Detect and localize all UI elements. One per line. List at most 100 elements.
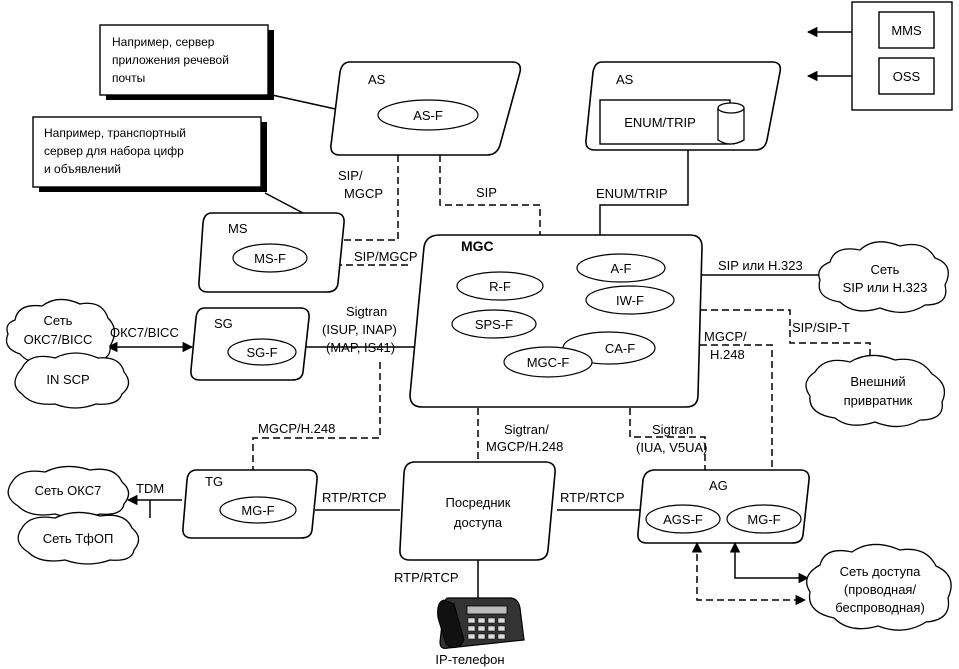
link-sigtran-3: (MAP, IS41) (326, 340, 395, 355)
link-sip: SIP (476, 185, 497, 200)
cloud-external-gatekeeper: Внешний привратник (805, 354, 946, 428)
ag-accessnet-solid-link (729, 541, 810, 584)
as-right-label: AS (616, 72, 634, 87)
sg-f-function (227, 338, 297, 366)
enum-trip-box (599, 99, 731, 145)
callout-as-line1: Например, сервер (112, 35, 215, 49)
as-callout-pointer (271, 94, 341, 111)
database-icon (717, 102, 745, 145)
ca-f-label: CA-F (605, 341, 635, 356)
link-sigtran-1: Sigtran (346, 304, 387, 319)
mgc-node: MGC R-F A-F IW-F SPS-F CA-F MGC-F (409, 234, 703, 408)
sps-f-label: SPS-F (475, 317, 513, 332)
mgc-f-function (503, 346, 593, 378)
ag-mg-f-label: MG-F (747, 512, 780, 527)
cloud-sip-h323-line2: SIP или H.323 (843, 280, 928, 295)
link-sigtran-ag-1: Sigtran (652, 422, 693, 437)
tg-label: TG (205, 474, 223, 489)
oss-label: OSS (893, 69, 921, 84)
r-f-label: R-F (489, 279, 511, 294)
ag-label: AG (709, 478, 728, 493)
cloud-gatekeeper-line2: привратник (844, 393, 913, 408)
a-f-label: A-F (611, 261, 632, 276)
link-sigtran-access-2: MGCP/H.248 (486, 439, 563, 454)
link-mgcp-h248-tg: MGCP/H.248 (258, 421, 335, 436)
sg-node: SG SG-F (190, 307, 310, 381)
link-okc7-bicc: ОКС7/BICC (110, 325, 179, 340)
connections (106, 26, 879, 606)
cloud-in-scp-label: IN SCP (46, 372, 89, 387)
link-as-sip-mgcp-2: MGCP (344, 186, 383, 201)
tg-node: TG MG-F (182, 469, 318, 539)
link-as-sip-mgcp-1: SIP/ (338, 168, 363, 183)
ag-node: AG AGS-F MG-F (637, 469, 810, 544)
link-sip-mgcp: SIP/MGCP (354, 249, 418, 264)
link-labels: SIP/ MGCP SIP ENUM/TRIP SIP/MGCP SIP или… (110, 168, 850, 585)
ms-node: MS MS-F (198, 212, 345, 293)
link-sip-h323: SIP или H.323 (718, 258, 803, 273)
ip-phone-icon (437, 597, 525, 649)
link-mgcp-h248-ag-2: H.248 (710, 347, 745, 362)
ip-phone-label: IP-телефон (435, 652, 504, 667)
oss-box (878, 57, 935, 95)
ag-mg-f-function (726, 504, 802, 534)
callout-ms-line2: сервер для набора цифр (44, 144, 184, 158)
cloud-okc7-bicc: Сеть ОКС7/BICC (5, 298, 116, 367)
ms-callout-pointer (264, 192, 304, 214)
callout-as-line2: приложения речевой (112, 53, 229, 67)
callout-ms-line1: Например, транспортный (44, 126, 186, 140)
cloud-sip-h323-line1: Сеть (871, 262, 900, 277)
ag-accessnet-dashed-link (691, 541, 807, 606)
as-mgc-sip-link (439, 155, 541, 235)
callout-ms: Например, транспортный сервер для набора… (32, 116, 267, 192)
as-f-function (377, 99, 479, 131)
access-mediator-line1: Посредник (446, 495, 511, 510)
cloud-okc7: Сеть ОКС7 (7, 465, 130, 519)
ms-f-function (232, 243, 308, 273)
mgc-tg-link (252, 362, 381, 473)
cloud-tfop: Сеть ТфОП (17, 511, 140, 565)
link-tdm: TDM (136, 481, 164, 496)
mms-label: MMS (891, 23, 922, 38)
callout-ms-line3: и объявлений (44, 162, 121, 176)
cloud-access-network: Сеть доступа (проводная/ беспроводная) (806, 543, 952, 631)
cloud-tfop-label: Сеть ТфОП (43, 531, 114, 546)
link-rtp-ag: RTP/RTCP (560, 490, 625, 505)
tg-mg-f-label: MG-F (241, 503, 274, 518)
enum-trip-link (599, 150, 689, 235)
link-rtp-phone: RTP/RTCP (394, 570, 459, 585)
sps-f-function (451, 309, 537, 339)
callout-as-line3: почты (112, 71, 145, 85)
mgc-ag-mgcp-link (700, 344, 773, 470)
as-right-node: AS ENUM/TRIP (585, 61, 782, 151)
ms-f-label: MS-F (254, 251, 286, 266)
as-left-node: AS AS-F (330, 61, 522, 156)
link-mgcp-h248-ag-1: MGCP/ (704, 329, 747, 344)
cloud-okc7-label: Сеть ОКС7 (35, 483, 102, 498)
iw-f-function (585, 285, 675, 315)
tg-mg-f-function (219, 496, 297, 524)
as-ms-link (330, 155, 399, 241)
sg-label: SG (214, 316, 233, 331)
iw-f-label: IW-F (616, 293, 644, 308)
link-enum-trip: ENUM/TRIP (596, 186, 668, 201)
cloud-access-line1: Сеть доступа (840, 564, 921, 579)
as-f-label: AS-F (413, 108, 443, 123)
cloud-access-line2: (проводная/ (844, 582, 917, 597)
mms-box (878, 11, 935, 49)
mgc-label: MGC (461, 238, 494, 254)
ags-f-function (645, 504, 721, 534)
link-sigtran-2: (ISUP, INAP) (322, 322, 397, 337)
mgc-gatekeeper-link (700, 309, 871, 365)
ms-label: MS (228, 221, 248, 236)
access-mediator-node: Посредник доступа (399, 461, 556, 561)
as-left-label: AS (368, 72, 386, 87)
legend: MMS OSS (851, 1, 953, 111)
sg-f-label: SG-F (246, 345, 277, 360)
cloud-access-line3: беспроводная) (835, 600, 925, 615)
access-mediator-line2: доступа (454, 515, 503, 530)
link-sip-sipt: SIP/SIP-T (792, 320, 850, 335)
enum-trip-db-label: ENUM/TRIP (624, 115, 696, 130)
link-rtp-tg: RTP/RTCP (322, 490, 387, 505)
